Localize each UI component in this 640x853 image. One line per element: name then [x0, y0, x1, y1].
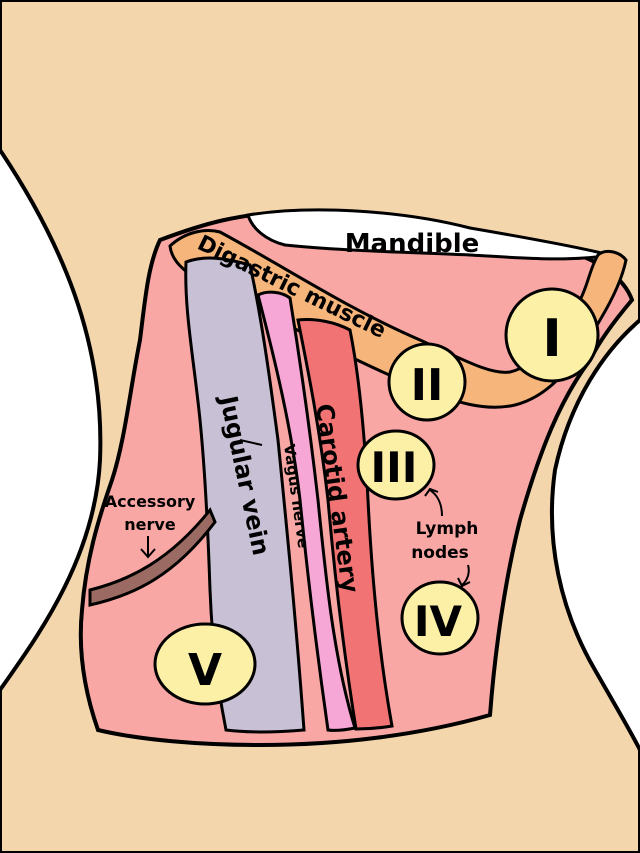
- lymph-node-III: III: [356, 429, 436, 501]
- node-label-I: I: [542, 309, 561, 369]
- accessory-label-line1: Accessory: [105, 492, 196, 511]
- carotid-artery: [296, 318, 394, 731]
- mandible-label: Mandible: [345, 229, 480, 259]
- accessory-nerve: [88, 507, 217, 607]
- lymph-label-line1: Lymph: [416, 519, 479, 539]
- accessory-arrow: [140, 536, 156, 559]
- node-label-V: V: [188, 645, 222, 696]
- lymph-node-V: V: [153, 622, 257, 706]
- jugular-detail-line: [239, 439, 263, 446]
- lymph-node-IV: IV: [400, 580, 480, 656]
- lymph-label-line2: nodes: [411, 543, 469, 563]
- mandible: [246, 208, 611, 261]
- digastric-muscle: [168, 229, 628, 409]
- lymph-arrow-down: [457, 564, 471, 588]
- lymph-arrow-up: [424, 487, 443, 517]
- lymph-node-II: II: [387, 342, 467, 422]
- accessory-label-line2: nerve: [124, 515, 176, 534]
- node-label-III: III: [371, 443, 418, 492]
- jugular-vein: [184, 256, 306, 734]
- node-label-IV: IV: [414, 597, 463, 646]
- node-label-II: II: [411, 360, 444, 411]
- lymph-node-I: I: [504, 287, 600, 383]
